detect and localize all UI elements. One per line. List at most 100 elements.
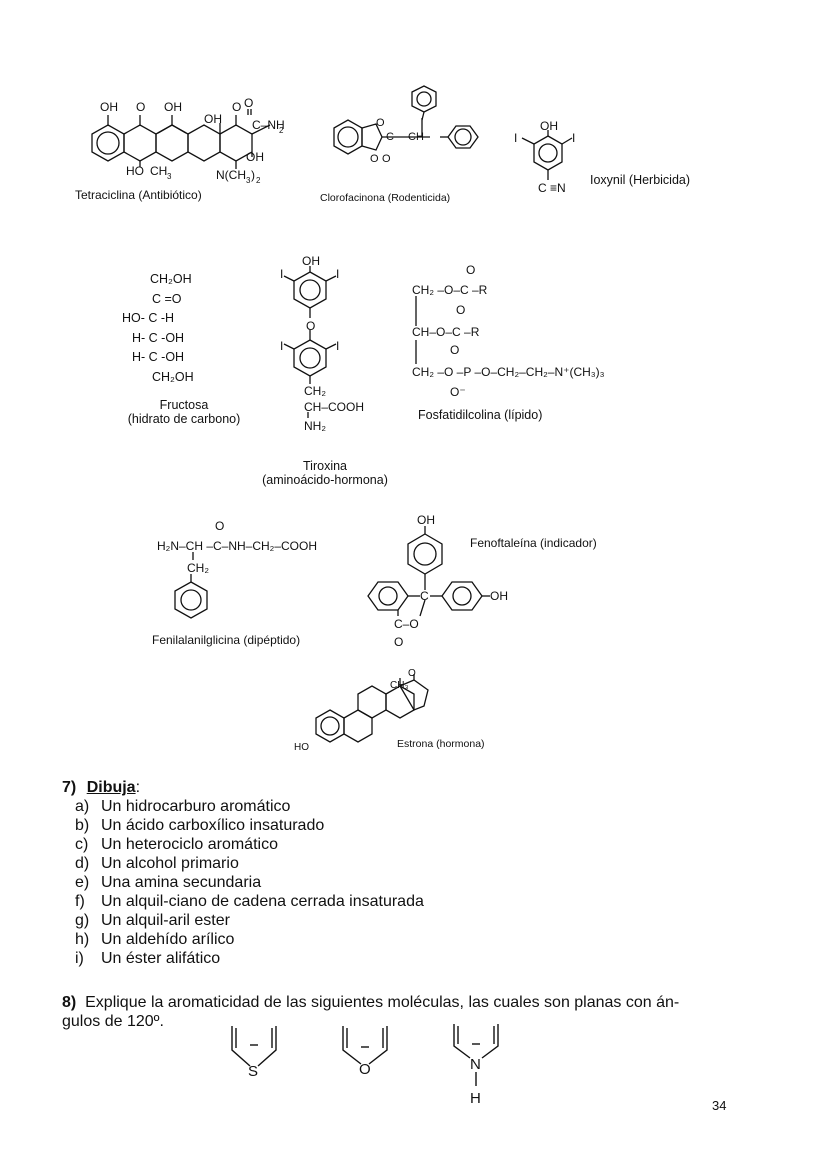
furan-o: O	[359, 1061, 371, 1078]
tetra-o2: O	[232, 100, 241, 114]
clorofacinona-caption: Clorofacinona (Rodenticida)	[320, 192, 451, 204]
list-item: c)Un heterociclo aromático	[75, 836, 278, 854]
fructosa-caption-2: (hidrato de carbono)	[127, 412, 241, 426]
question-8-text-1: Explique la aromaticidad de las siguient…	[85, 994, 680, 1011]
list-item-text: Un alcohol primario	[101, 855, 239, 872]
fructosa-structure: CH₂OH C =O HO- C -H H- C -OH H- C -OH CH…	[122, 270, 194, 387]
dipep-o: O	[215, 519, 224, 533]
tetra-oh2: OH	[164, 100, 182, 114]
list-item: e)Una amina secundaria	[75, 874, 261, 892]
estrona-o: O	[408, 668, 416, 679]
fenof-co: C–O	[394, 617, 419, 631]
fructosa-line: CH₂OH	[150, 272, 192, 286]
tetra-oh3: OH	[204, 112, 222, 126]
tiroxina-caption: Tiroxina (aminoácido-hormona)	[256, 459, 394, 487]
list-item: b) Un ácido carboxílico insaturado	[75, 817, 324, 835]
fenoftaleina-structure: OH C OH C–O O	[367, 513, 508, 649]
fructosa-line: CH₂OH	[152, 369, 194, 384]
fosfa-o2: O	[456, 303, 465, 317]
estrona-ch3: CH₃	[390, 680, 409, 691]
question-8-line-1: 8) Explique la aromaticidad de las sigui…	[62, 994, 679, 1012]
estrona-structure: CH₃ O HO	[294, 668, 429, 753]
list-item-label: a)	[75, 798, 90, 815]
ioxynil-structure: OH I I C ≡N	[514, 119, 575, 195]
list-item-text: Un ácido carboxílico insaturado	[101, 817, 325, 834]
question-7-title: 7) Dibuja:	[62, 779, 140, 797]
fructosa-line: H- C -OH	[132, 350, 185, 364]
list-item-label: c)	[75, 836, 89, 853]
fructosa-caption: Fructosa (hidrato de carbono)	[122, 398, 246, 426]
tiroxina-nh2: NH₂	[304, 419, 326, 433]
fosfatidilcolina-caption: Fosfatidilcolina (lípido)	[418, 408, 543, 422]
dipep-ch2: CH₂	[187, 561, 209, 575]
tetra-sub2: 2	[279, 126, 284, 135]
cloro-c1: C	[386, 131, 394, 143]
tetra-sub3: 3	[167, 172, 172, 181]
tiroxina-chcooh: CH–COOH	[304, 400, 364, 414]
cloro-ch: CH	[408, 131, 424, 143]
fosfatidilcolina-structure: O CH₂ –O–C –R O CH–O–C –R O CH₂ –O –P –O…	[412, 263, 605, 399]
tiroxina-i3: I	[280, 339, 283, 353]
ioxynil-cn: C ≡N	[538, 181, 566, 195]
tetraciclina-structure: OH O OH OH O O C–NH 2 OH HO CH 3 N(CH 3 …	[91, 96, 285, 185]
tetra-cnh2: C–NH	[252, 118, 285, 132]
ioxynil-i1: I	[514, 131, 517, 145]
ioxynil-i2: I	[572, 131, 575, 145]
tetraciclina-caption: Tetraciclina (Antibiótico)	[75, 188, 202, 202]
list-item-text: Un hidrocarburo aromático	[101, 798, 291, 815]
fosfa-o4: O⁻	[450, 385, 466, 399]
list-item-text: Un alquil-ciano de cadena cerrada insatu…	[101, 893, 424, 910]
list-item-text: Un aldehído arílico	[101, 931, 235, 948]
list-item: a) Un hidrocarburo aromático	[75, 798, 290, 816]
tetra-o3: O	[244, 96, 253, 110]
ioxynil-oh: OH	[540, 119, 558, 133]
pyrrole-h: H	[470, 1090, 481, 1107]
tetra-nsub2: 2	[256, 176, 261, 185]
pyrrole-structure: N H	[453, 1024, 499, 1107]
estrona-caption: Estrona (hormona)	[397, 738, 485, 750]
fenilalanilglicina-caption: Fenilalanilglicina (dipéptido)	[152, 633, 301, 647]
list-item: d)Un alcohol primario	[75, 855, 239, 873]
tetra-nclose: )	[251, 168, 255, 182]
fructosa-line: H- C -OH	[132, 330, 185, 345]
tiroxina-structure: OH I I O I I CH₂ CH–COOH NH₂	[280, 254, 364, 433]
page-number: 34	[712, 1098, 727, 1113]
list-item-label: e)	[75, 874, 90, 891]
tiroxina-caption-1: Tiroxina	[303, 459, 347, 473]
question-8-number: 8)	[62, 994, 77, 1011]
fructosa-caption-1: Fructosa	[159, 398, 209, 412]
tetra-nch3: N(CH	[216, 168, 246, 182]
tetra-nsub: 3	[246, 176, 251, 185]
list-item: f) Un alquil-ciano de cadena cerrada insa…	[75, 893, 424, 911]
tiroxina-caption-2: (aminoácido-hormona)	[262, 473, 388, 487]
pyrrole-n: N	[470, 1056, 481, 1073]
cloro-o1: O	[376, 117, 385, 129]
fosfa-l2: CH–O–C –R	[412, 325, 480, 339]
fenoftaleina-caption: Fenoftaleína (indicador)	[470, 536, 597, 550]
question-7-colon: :	[135, 779, 141, 796]
estrona-ho: HO	[294, 742, 309, 753]
tetra-oh4: OH	[246, 150, 264, 164]
fenilalanilglicina-structure: O H₂N–CH –C–NH–CH₂–COOH CH₂	[157, 519, 317, 619]
fosfa-l1: CH₂ –O–C –R	[412, 283, 488, 297]
list-item-label: b)	[75, 817, 90, 834]
clorofacinona-structure: O C CH O O	[333, 85, 479, 165]
fructosa-line: C =O	[152, 291, 182, 306]
list-item-label: f)	[75, 893, 85, 910]
fosfa-o1: O	[466, 263, 475, 277]
tiroxina-ch2: CH₂	[304, 384, 326, 398]
question-8-text-2: gulos de 120º.	[62, 1013, 164, 1030]
list-item-text: Un alquil-aril ester	[101, 912, 230, 929]
thiophene-structure: S	[231, 1026, 277, 1080]
list-item-label: h)	[75, 931, 90, 948]
list-item: h) Un aldehído arílico	[75, 931, 234, 949]
cloro-o3: O	[382, 153, 391, 165]
fenof-oh1: OH	[417, 513, 435, 527]
fenof-oh2: OH	[490, 589, 508, 603]
fosfa-o3: O	[450, 343, 459, 357]
tetra-o1: O	[136, 100, 145, 114]
tetra-oh1: OH	[100, 100, 118, 114]
cloro-o2: O	[370, 153, 379, 165]
tiroxina-i2: I	[336, 267, 339, 281]
tiroxina-i4: I	[336, 339, 339, 353]
